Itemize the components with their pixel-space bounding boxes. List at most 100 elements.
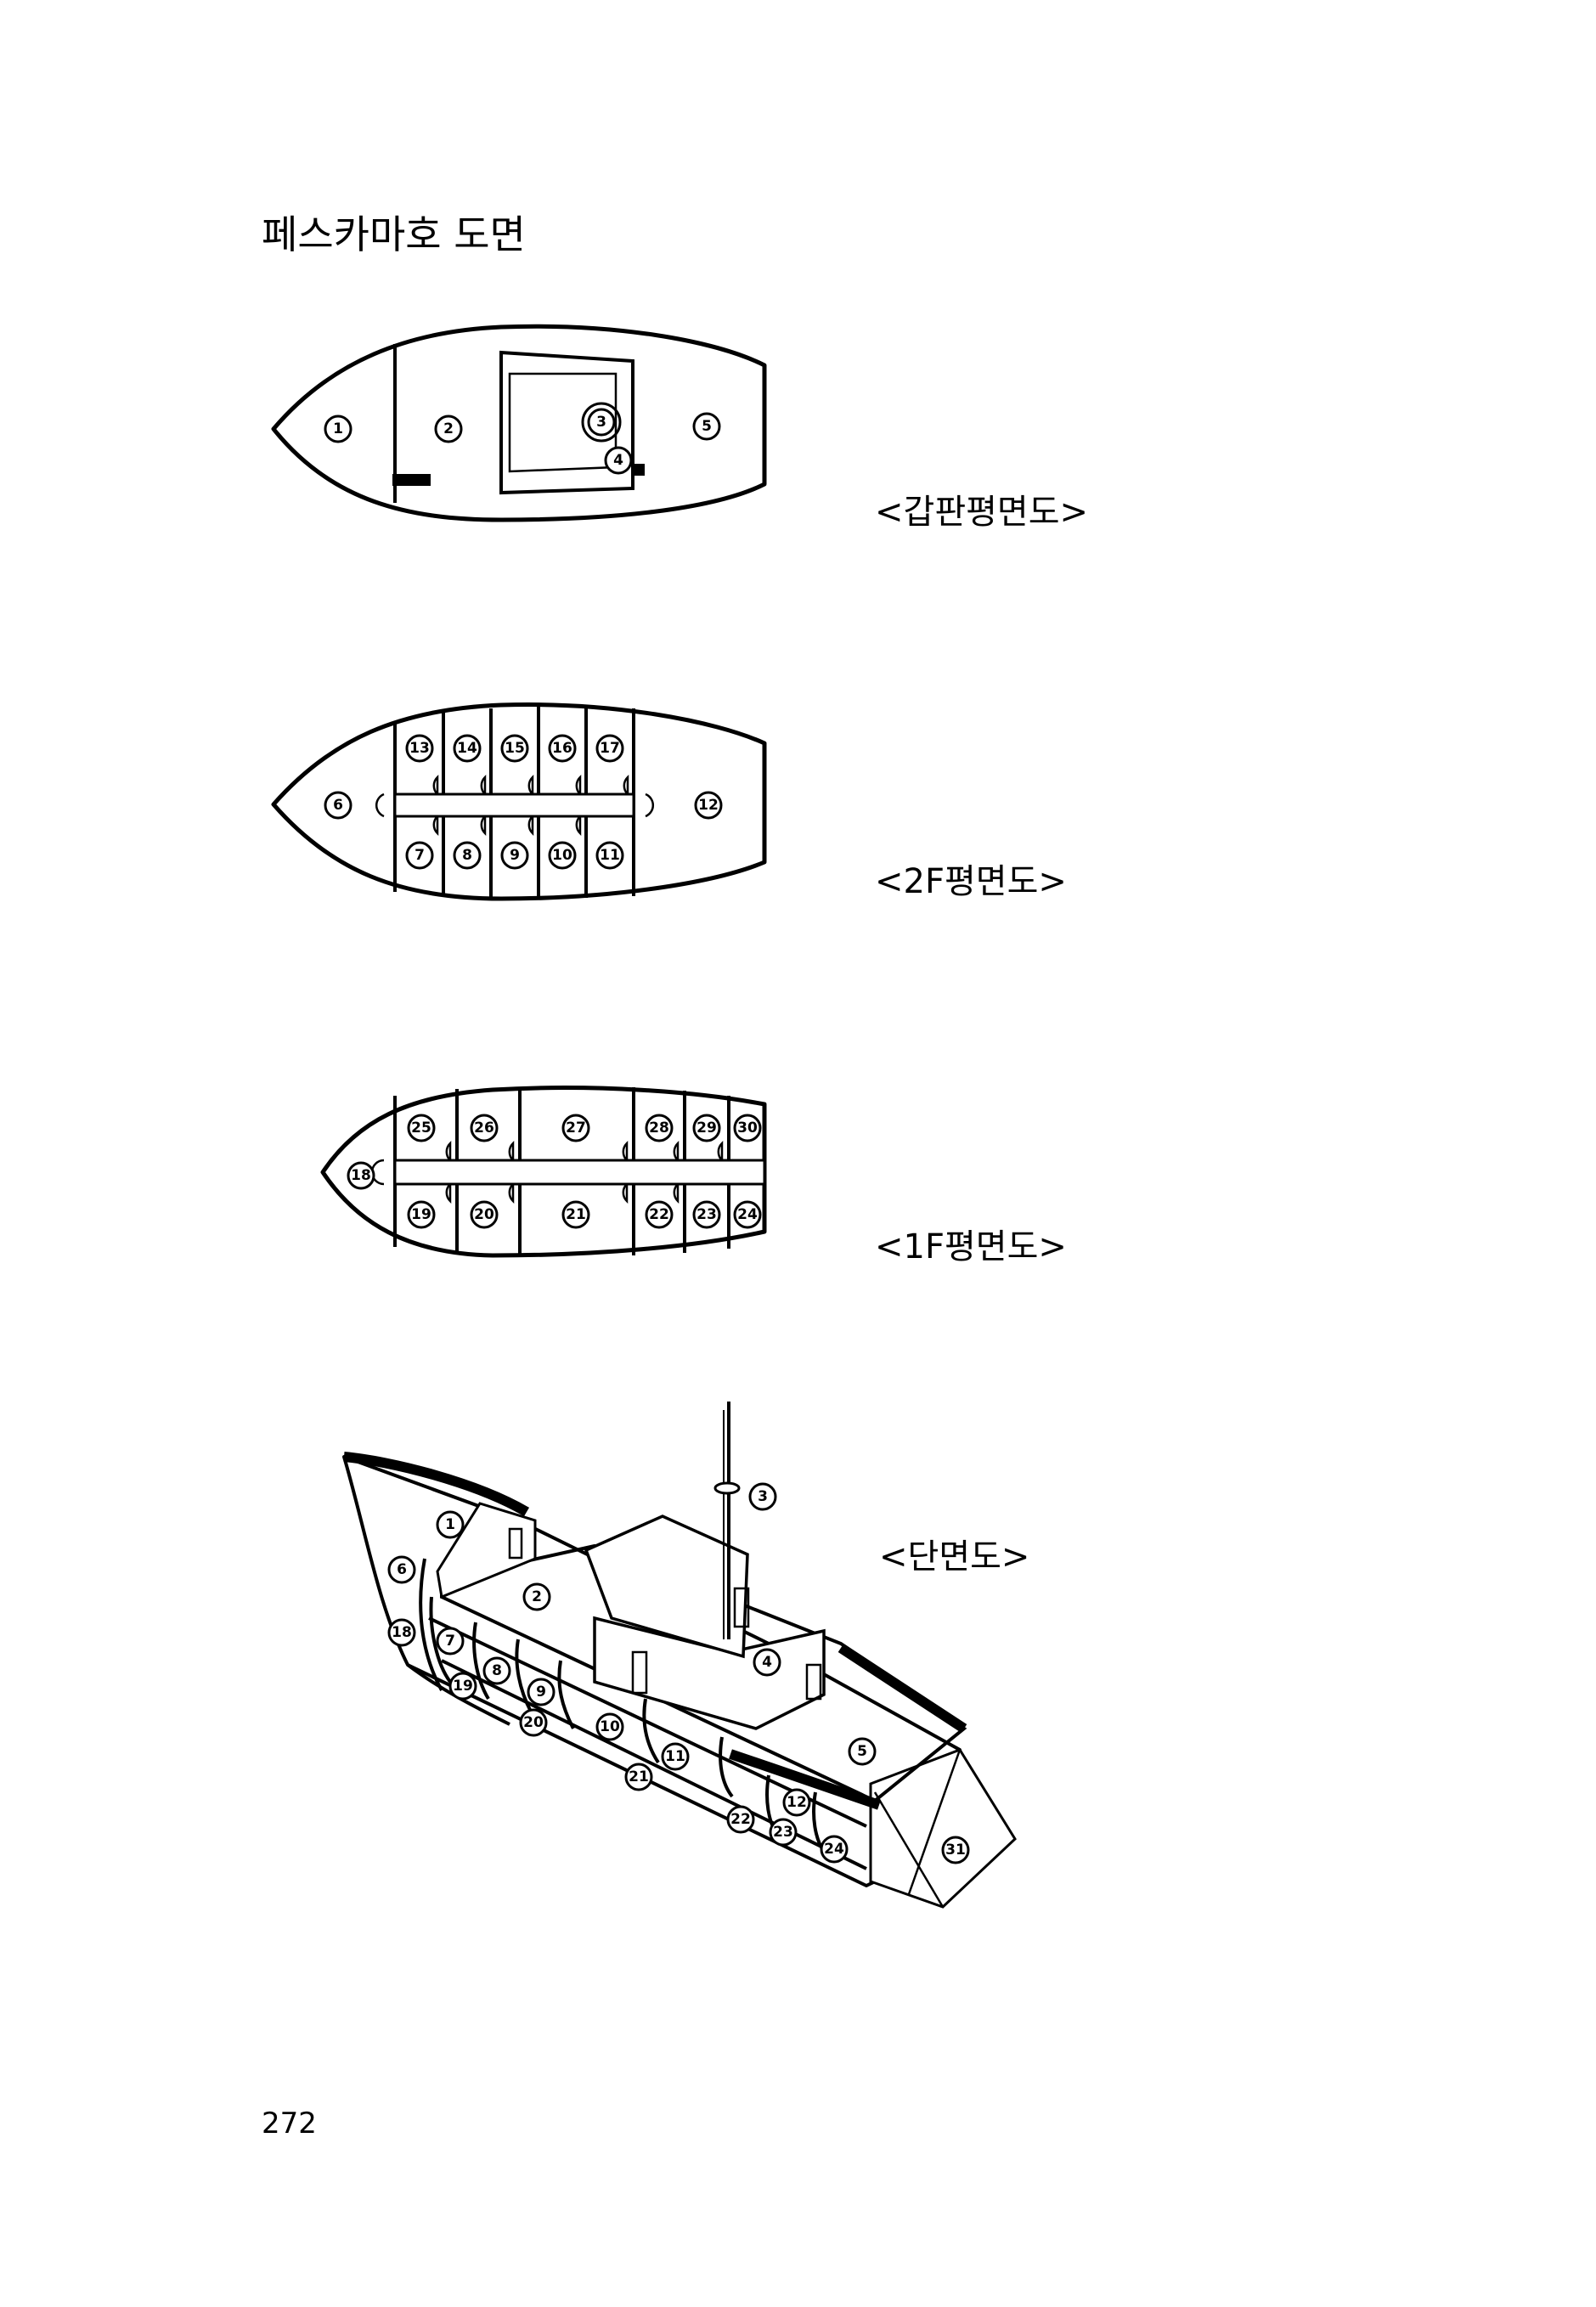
section-marker-21: 21: [624, 1763, 653, 1791]
deck-marker-5: 5: [692, 412, 721, 441]
svg-text:13: 13: [409, 740, 430, 757]
svg-text:2: 2: [532, 1588, 542, 1605]
svg-text:26: 26: [474, 1120, 494, 1137]
svg-text:11: 11: [665, 1748, 685, 1765]
svg-text:31: 31: [945, 1842, 966, 1859]
svg-text:20: 20: [523, 1714, 544, 1731]
svg-text:22: 22: [730, 1811, 751, 1828]
svg-text:29: 29: [696, 1120, 717, 1137]
deck-plan-drawing: [271, 324, 767, 522]
svg-text:28: 28: [649, 1120, 669, 1137]
floor1-marker-18: 18: [347, 1161, 375, 1190]
svg-text:4: 4: [613, 452, 623, 469]
svg-text:18: 18: [351, 1167, 371, 1184]
floor2-markers: 13 14 15 16 17 7 8 9 10 11 6 12: [324, 734, 723, 870]
svg-text:24: 24: [824, 1841, 844, 1858]
floor1-marker-23: 23: [692, 1200, 721, 1229]
svg-text:5: 5: [702, 418, 712, 435]
svg-text:7: 7: [445, 1633, 455, 1650]
svg-text:24: 24: [737, 1206, 758, 1223]
floor2-plan-drawing: [271, 702, 767, 901]
svg-text:8: 8: [492, 1662, 502, 1679]
floor2-marker-13: 13: [405, 734, 434, 763]
deck-marker-3: 3: [587, 408, 616, 437]
floor2-marker-12: 12: [694, 791, 723, 820]
svg-text:12: 12: [698, 797, 719, 814]
svg-text:22: 22: [649, 1206, 669, 1223]
svg-text:19: 19: [453, 1678, 473, 1695]
floor2-marker-17: 17: [595, 734, 624, 763]
section-marker-18: 18: [387, 1618, 416, 1647]
section-marker-20: 20: [519, 1708, 548, 1737]
deck-marker-4: 4: [604, 446, 633, 475]
page-title: 페스카마호 도면: [262, 212, 526, 257]
floor2-marker-15: 15: [500, 734, 529, 763]
svg-text:4: 4: [762, 1654, 772, 1671]
svg-text:9: 9: [510, 847, 520, 864]
svg-text:25: 25: [411, 1120, 431, 1137]
svg-text:11: 11: [600, 847, 620, 864]
section-marker-24: 24: [820, 1835, 849, 1864]
svg-text:10: 10: [600, 1718, 620, 1735]
svg-text:2: 2: [443, 420, 454, 437]
section-marker-11: 11: [661, 1742, 690, 1771]
floor2-plan-caption: <2F평면도>: [875, 862, 1067, 901]
svg-text:8: 8: [462, 847, 472, 864]
svg-text:3: 3: [596, 414, 606, 431]
svg-text:6: 6: [333, 797, 343, 814]
floor1-markers: 25 26 27 28 29 30 19 20 21 22 23 24 18: [347, 1114, 762, 1229]
floor1-marker-24: 24: [733, 1200, 762, 1229]
section-marker-9: 9: [527, 1678, 555, 1706]
section-view-drawing: [342, 1402, 1017, 1909]
floor2-marker-8: 8: [453, 841, 482, 870]
svg-text:5: 5: [857, 1743, 867, 1760]
svg-text:6: 6: [397, 1561, 407, 1578]
deck-marker-2: 2: [434, 415, 463, 443]
svg-text:27: 27: [566, 1120, 586, 1137]
svg-text:17: 17: [600, 740, 620, 757]
section-marker-23: 23: [769, 1818, 798, 1847]
floor2-marker-7: 7: [405, 841, 434, 870]
floor2-marker-14: 14: [453, 734, 482, 763]
section-marker-12: 12: [782, 1788, 811, 1817]
section-marker-4: 4: [753, 1648, 781, 1677]
svg-text:10: 10: [552, 847, 572, 864]
floor1-marker-22: 22: [645, 1200, 674, 1229]
floor1-marker-29: 29: [692, 1114, 721, 1142]
page-number: 272: [262, 2107, 317, 2141]
floor2-marker-6: 6: [324, 791, 352, 820]
svg-text:1: 1: [445, 1516, 455, 1533]
deck-plan-caption: <갑판평면도>: [875, 493, 1089, 532]
svg-text:12: 12: [787, 1794, 807, 1811]
floor2-marker-11: 11: [595, 841, 624, 870]
svg-text:19: 19: [411, 1206, 431, 1223]
section-marker-10: 10: [595, 1712, 624, 1741]
svg-text:21: 21: [629, 1768, 649, 1785]
section-marker-2: 2: [522, 1582, 551, 1611]
floor2-marker-10: 10: [548, 841, 577, 870]
floor1-marker-30: 30: [733, 1114, 762, 1142]
floor1-marker-25: 25: [407, 1114, 436, 1142]
svg-text:21: 21: [566, 1206, 586, 1223]
section-marker-22: 22: [726, 1805, 755, 1834]
floor2-marker-9: 9: [500, 841, 529, 870]
section-marker-3: 3: [748, 1482, 777, 1511]
svg-text:20: 20: [474, 1206, 494, 1223]
deck-marker-1: 1: [324, 415, 352, 443]
section-marker-31: 31: [941, 1836, 970, 1864]
section-marker-6: 6: [387, 1555, 416, 1584]
section-marker-1: 1: [436, 1510, 465, 1539]
svg-text:23: 23: [773, 1824, 793, 1841]
floor1-plan-caption: <1F평면도>: [875, 1227, 1067, 1266]
svg-text:18: 18: [392, 1624, 412, 1641]
section-markers: 1 2 3 4 5 6 7 8 9 10 11 12 18 19 20 21 2…: [387, 1482, 970, 1864]
floor2-marker-16: 16: [548, 734, 577, 763]
svg-text:30: 30: [737, 1120, 758, 1137]
deck-markers: 1 2 3 4 5: [324, 408, 721, 475]
floor1-marker-28: 28: [645, 1114, 674, 1142]
svg-text:3: 3: [758, 1488, 768, 1505]
section-marker-7: 7: [436, 1627, 465, 1656]
svg-text:1: 1: [333, 420, 343, 437]
svg-text:15: 15: [505, 740, 525, 757]
